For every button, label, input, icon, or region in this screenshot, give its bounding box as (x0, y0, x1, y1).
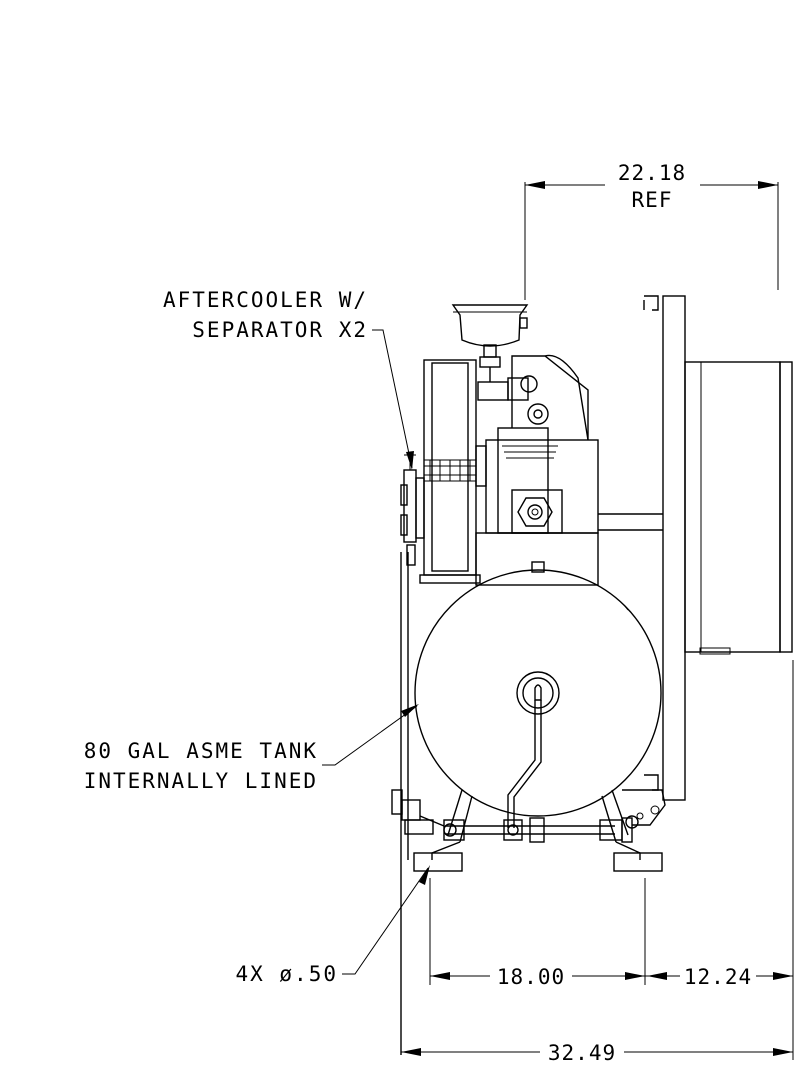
holes-label: 4X ø.50 (235, 962, 338, 986)
compressor-side-view (391, 295, 793, 1055)
top-dimension-ref: REF (632, 188, 673, 212)
aftercooler-label-line1: AFTERCOOLER W/ (163, 288, 368, 312)
dimension-right-offset: 12.24 (645, 660, 794, 1060)
tank-label-line1: 80 GAL ASME TANK (84, 739, 318, 763)
overall-width-value: 32.49 (548, 1041, 616, 1065)
callout-tank: 80 GAL ASME TANK INTERNALLY LINED (84, 704, 419, 793)
foot-spacing-value: 18.00 (497, 965, 565, 989)
tank-label-line2: INTERNALLY LINED (84, 769, 318, 793)
top-dimension-value: 22.18 (618, 161, 686, 185)
callout-holes: 4X ø.50 (235, 865, 430, 986)
dimension-top-ref: 22.18 REF (524, 161, 779, 300)
aftercooler-label-line2: SEPARATOR X2 (192, 318, 368, 342)
right-offset-value: 12.24 (684, 965, 752, 989)
dimension-foot-spacing: 18.00 (429, 878, 646, 989)
dimension-overall-width: 32.49 (401, 1041, 793, 1065)
callout-aftercooler: AFTERCOOLER W/ SEPARATOR X2 (163, 288, 414, 470)
